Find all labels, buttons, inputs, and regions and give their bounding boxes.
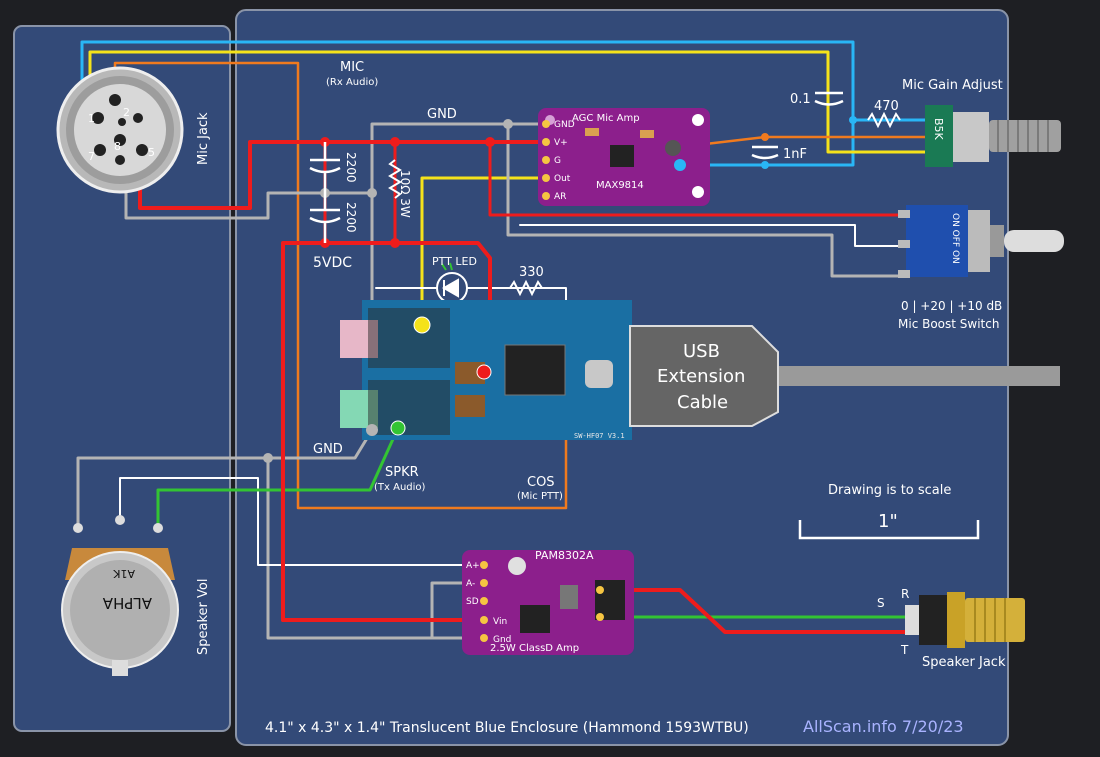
- mic-jack-label: Mic Jack: [196, 112, 211, 165]
- scale-bar: [798, 520, 980, 540]
- jack-t-label: T: [900, 643, 909, 657]
- r470-label: 470: [874, 99, 899, 114]
- cos-label: COS: [527, 475, 555, 490]
- capacitor-2200-b: [309, 193, 341, 243]
- tx-audio-label: (Tx Audio): [374, 482, 426, 493]
- mic-jack: [56, 66, 184, 194]
- resistor-10-label: 10Ω 3W: [398, 170, 412, 218]
- cap1-label: 2200: [344, 152, 358, 183]
- agc-mic-amp-board: [538, 108, 710, 206]
- wire-gray-spk: [76, 428, 374, 527]
- wire-red-main: [138, 140, 542, 210]
- resistor-330: [509, 279, 543, 297]
- pam-pin-a-minus: A-: [466, 579, 475, 589]
- pin-5-label: 5: [148, 146, 155, 159]
- usb-cable: [629, 325, 1060, 427]
- c1nf-label: 1nF: [783, 147, 807, 162]
- pam-sub-label: 2.5W ClassD Amp: [490, 643, 579, 654]
- pam-pin-vin: Vin: [493, 617, 507, 627]
- speaker-vol-label: Speaker Vol: [196, 579, 211, 655]
- max9814-label: MAX9814: [596, 180, 644, 191]
- mic-ptt-label: (Mic PTT): [517, 491, 563, 502]
- wire-green: [156, 426, 400, 527]
- ptt-led-label: PTT LED: [432, 255, 477, 268]
- usb-cable-line3: Cable: [677, 392, 728, 413]
- wire-yellow-ptt: [420, 176, 542, 327]
- jack-s-label: S: [877, 596, 885, 610]
- pam-pin-a-plus: A+: [466, 561, 480, 571]
- switch-marking: ON OFF ON: [950, 213, 960, 264]
- usb-board-label: SW-HF07 V3.1: [574, 432, 625, 440]
- vdc-label: 5VDC: [313, 255, 352, 271]
- wire-white-switch: [519, 224, 909, 247]
- wire-gray-pam: [266, 456, 486, 640]
- mic-gain-pot: [925, 105, 1061, 167]
- wire-gray-gnd2: [506, 122, 910, 278]
- pam-pin-sd: SD: [466, 597, 479, 607]
- speaker-jack-label: Speaker Jack: [922, 655, 1006, 670]
- agc-pin-vplus: V+: [554, 138, 568, 148]
- mic-boost-switch-label: Mic Boost Switch: [898, 317, 999, 331]
- pam-pin-gnd: Gnd: [493, 635, 511, 645]
- pin-1-label: 1: [88, 112, 95, 125]
- speaker-jack: [905, 592, 1025, 648]
- wire-white-vol: [119, 477, 485, 566]
- pin-8-label: 8: [114, 140, 121, 153]
- gnd-mid-label: GND: [313, 442, 343, 457]
- mic-label: MIC: [340, 60, 364, 75]
- a1k-label: A1K: [112, 567, 135, 580]
- jack-r-label: R: [901, 587, 909, 601]
- scale-title: Drawing is to scale: [828, 483, 951, 498]
- b5k-label: B5K: [932, 118, 945, 141]
- pin-7-label: 7: [88, 150, 95, 163]
- usb-sound-card: [340, 300, 632, 440]
- left-panel: [13, 25, 231, 732]
- usb-cable-line2: Extension: [657, 366, 745, 387]
- credit-label: AllScan.info 7/20/23: [803, 717, 964, 736]
- capacitor-1nf: [751, 145, 779, 160]
- cap2-label: 2200: [344, 202, 358, 233]
- agc-pin-g: G: [554, 156, 561, 166]
- c01-label: 0.1: [790, 92, 811, 107]
- enclosure-label: 4.1" x 4.3" x 1.4" Translucent Blue Encl…: [265, 720, 749, 736]
- ptt-led: [436, 262, 468, 304]
- resistor-470: [867, 111, 901, 129]
- wire-red-out: [598, 588, 907, 634]
- gnd-top-label: GND: [427, 107, 457, 122]
- mic-boost-switch: [898, 205, 1064, 278]
- spkr-label: SPKR: [385, 465, 419, 480]
- wire-blue-cap: [678, 118, 855, 167]
- pam8302a-board: [462, 550, 634, 655]
- capacitor-0-1: [814, 91, 844, 106]
- mic-gain-adjust-label: Mic Gain Adjust: [902, 78, 1003, 93]
- wire-red-switch: [488, 140, 910, 217]
- scale-value: 1": [878, 511, 898, 532]
- capacitor-2200-a: [309, 142, 341, 193]
- speaker-vol-pot: [61, 515, 179, 676]
- resistor-10-ohm: [388, 159, 402, 199]
- pin-2-label: 2: [123, 106, 130, 119]
- agc-pin-out: Out: [554, 174, 571, 184]
- mic-boost-range-label: 0 | +20 | +10 dB: [901, 299, 1002, 313]
- junction-dots: [263, 116, 857, 463]
- alpha-label: ALPHA: [102, 594, 152, 612]
- agc-title: AGC Mic Amp: [572, 113, 640, 124]
- agc-pin-ar: AR: [554, 192, 566, 202]
- agc-pin-gnd: GND: [554, 120, 575, 130]
- pam8302a-label: PAM8302A: [535, 549, 594, 562]
- usb-cable-line1: USB: [683, 341, 720, 362]
- r330-label: 330: [519, 265, 544, 280]
- rx-audio-label: (Rx Audio): [326, 77, 378, 88]
